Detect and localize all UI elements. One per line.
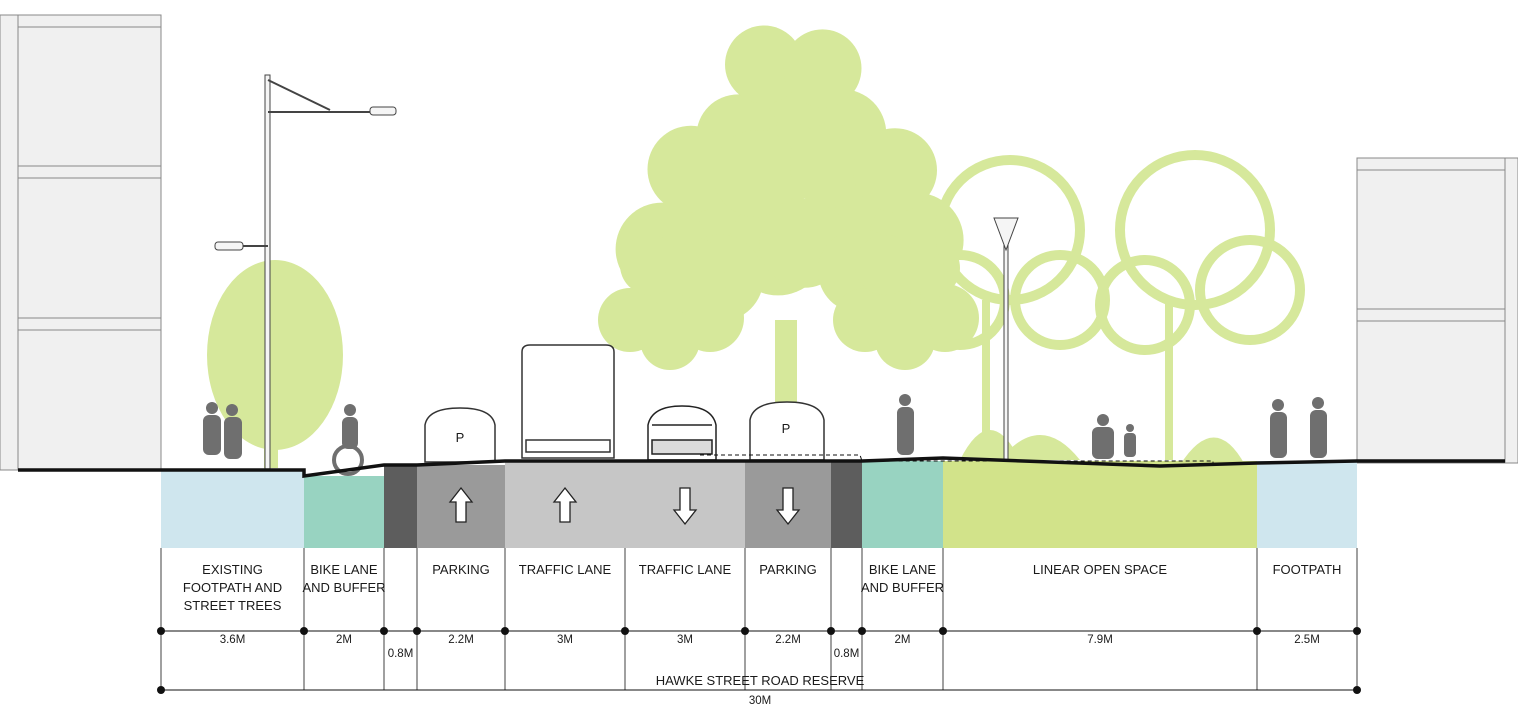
zone-label: LINEAR OPEN SPACE <box>1033 562 1167 577</box>
bus-icon <box>521 344 615 459</box>
zone-label: STREET TREES <box>184 598 282 613</box>
parking-sign: P <box>782 421 791 436</box>
person-icon <box>897 394 914 455</box>
dimension-dot <box>1353 627 1361 635</box>
zone-width: 3M <box>557 634 573 646</box>
dimension-dot <box>300 627 308 635</box>
zone-label: TRAFFIC LANE <box>639 562 732 577</box>
zone-bike-lane-right: BIKE LANE AND BUFFER <box>861 461 944 595</box>
zone-label: PARKING <box>432 562 490 577</box>
zone-label: PARKING <box>759 562 817 577</box>
zone-fill <box>1257 461 1357 548</box>
dimension-dot <box>501 627 509 635</box>
zone-traffic-lane-right: TRAFFIC LANE <box>625 461 745 577</box>
zone-label: FOOTPATH <box>1273 562 1342 577</box>
light-pole-icon <box>993 217 1019 463</box>
zone-label: AND BUFFER <box>302 580 385 595</box>
dimension-dot <box>939 627 947 635</box>
cyclist-icon <box>332 404 364 476</box>
zone-parking-right: PARKING <box>745 461 831 577</box>
zone-width: 0.8M <box>834 648 860 660</box>
light-pole-icon <box>214 74 397 471</box>
dimension-dot <box>621 627 629 635</box>
zone-width: 2.5M <box>1294 634 1320 646</box>
dimension-dot <box>1253 627 1261 635</box>
zone-buffer-right <box>831 461 862 548</box>
dimension-dot <box>380 627 388 635</box>
zone-fill <box>161 470 304 548</box>
building-right-icon <box>1356 157 1518 464</box>
parking-sign: P <box>456 430 465 445</box>
dimension-lines: 3.6M 2M 0.8M 2.2M 3M 3M 2.2M 0.8M 2M 7.9M 2.5M <box>157 548 1361 690</box>
zone-fill <box>831 461 862 548</box>
arrow-down-icon <box>775 487 801 526</box>
zone-label: FOOTPATH AND <box>183 580 282 595</box>
zone-label: EXISTING <box>202 562 263 577</box>
person-icon <box>203 402 242 459</box>
tree-icon <box>910 150 1305 355</box>
tree-icon <box>598 25 979 460</box>
dimension-dot <box>741 627 749 635</box>
zone-width: 3M <box>677 634 693 646</box>
parked-car-icon: P <box>424 407 496 463</box>
zone-linear-open-space: LINEAR OPEN SPACE <box>943 461 1257 577</box>
person-icon <box>1270 397 1327 458</box>
parked-car-icon: P <box>749 401 825 461</box>
zone-width: 7.9M <box>1087 634 1113 646</box>
zone-width: 2M <box>895 634 911 646</box>
arrow-up-icon <box>448 486 474 523</box>
zone-fill <box>943 461 1257 548</box>
zone-width: 0.8M <box>388 648 414 660</box>
zone-existing-footpath: EXISTING FOOTPATH AND STREET TREES <box>161 470 304 613</box>
dimension-dot <box>413 627 421 635</box>
dimension-dot <box>827 627 835 635</box>
zone-width: 2M <box>336 634 352 646</box>
zone-parking-left: PARKING <box>417 465 505 577</box>
zone-fill <box>862 461 943 548</box>
arrow-down-icon <box>672 487 698 526</box>
zone-fill <box>304 476 384 548</box>
zone-label: BIKE LANE <box>310 562 378 577</box>
arrow-up-icon <box>552 486 578 523</box>
ground-dashed-line <box>700 454 1214 468</box>
zone-label: BIKE LANE <box>869 562 937 577</box>
zones-layer: EXISTING FOOTPATH AND STREET TREES BIKE LAN… <box>161 461 1357 613</box>
zone-fill <box>384 465 417 548</box>
person-icon <box>1092 414 1136 459</box>
zone-width: 2.2M <box>775 634 801 646</box>
dimension-dot <box>157 627 165 635</box>
car-icon <box>647 405 717 461</box>
zone-width: 3.6M <box>220 634 246 646</box>
zone-buffer-left <box>384 465 417 548</box>
zone-width: 2.2M <box>448 634 474 646</box>
building-left-icon <box>0 14 162 471</box>
zone-footpath-right: FOOTPATH <box>1257 461 1357 577</box>
zone-traffic-lane-left: TRAFFIC LANE <box>505 461 625 577</box>
total-label: HAWKE STREET ROAD RESERVE <box>656 673 865 688</box>
zone-bike-lane-left: BIKE LANE AND BUFFER <box>302 476 386 595</box>
total-dimension: HAWKE STREET ROAD RESERVE 30M <box>157 673 1361 707</box>
total-width: 30M <box>749 695 771 707</box>
ground-line <box>18 456 1505 479</box>
dimension-dot <box>858 627 866 635</box>
zone-label: AND BUFFER <box>861 580 944 595</box>
zone-label: TRAFFIC LANE <box>519 562 612 577</box>
